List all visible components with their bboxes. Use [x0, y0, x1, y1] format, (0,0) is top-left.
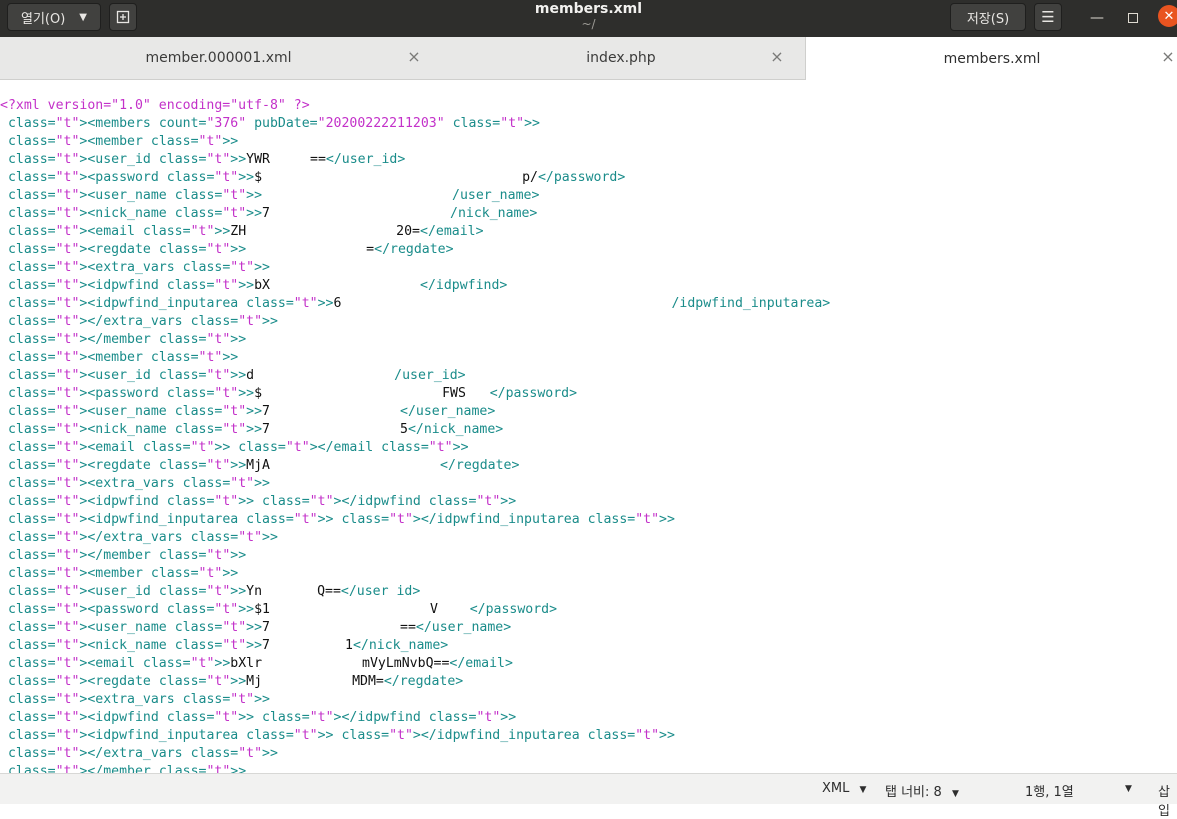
- code-line[interactable]: class="t"><extra_vars class="t">>: [0, 692, 270, 707]
- save-button-label: 저장(S): [966, 11, 1010, 27]
- cursor-position[interactable]: 1행, 1열: [1025, 781, 1074, 800]
- text-editor[interactable]: <?xml version="1.0" encoding="utf-8" ?> …: [0, 97, 1177, 773]
- code-line[interactable]: class="t"><extra_vars class="t">>: [0, 476, 270, 491]
- maximize-button[interactable]: [1121, 6, 1145, 30]
- code-line[interactable]: class="t"><nick_name class="t">>7/nick_n…: [0, 205, 538, 221]
- code-line[interactable]: class="t"></extra_vars class="t">>: [0, 746, 278, 761]
- tab-label: index.php: [586, 50, 656, 66]
- code-line[interactable]: class="t"><user_name class="t">>/user_na…: [0, 187, 540, 203]
- maximize-icon: [1128, 13, 1138, 23]
- status-bar: XML ▼ 탭 너비: 8 ▼ 1행, 1열 ▼ 삽입: [0, 773, 1177, 819]
- new-document-icon: [116, 10, 130, 24]
- code-line[interactable]: class="t"><user_name class="t">>7</user_…: [0, 403, 496, 419]
- tab-member-000001[interactable]: member.000001.xml: [0, 37, 437, 79]
- close-icon: ✕: [1163, 8, 1175, 24]
- tab-index-php[interactable]: index.php: [437, 37, 805, 79]
- hamburger-icon: ☰: [1041, 8, 1055, 26]
- tab-label: member.000001.xml: [145, 50, 292, 66]
- code-line[interactable]: <?xml version="1.0" encoding="utf-8" ?>: [0, 98, 310, 113]
- header-bar: 열기(O) ▼ members.xml ~/ 저장(S) ☰ — ✕: [0, 0, 1177, 37]
- code-line[interactable]: class="t"><user_id class="t">>d/user_id>: [0, 367, 466, 383]
- tab-bar: member.000001.xml × index.php × members.…: [0, 37, 1177, 80]
- code-line[interactable]: class="t"><idpwfind_inputarea class="t">…: [0, 295, 831, 311]
- code-line[interactable]: class="t"><idpwfind class="t">> class="t…: [0, 494, 517, 509]
- language-label: XML: [822, 781, 850, 796]
- window-title-area: members.xml ~/: [0, 0, 1177, 30]
- code-line[interactable]: class="t"><member class="t">>: [0, 566, 239, 581]
- dropdown-icon[interactable]: ▼: [1125, 784, 1132, 794]
- dropdown-icon: ▼: [79, 11, 87, 23]
- code-line[interactable]: class="t"></member class="t">>: [0, 764, 247, 773]
- tab-close-icon[interactable]: ×: [407, 47, 421, 66]
- code-line[interactable]: class="t"><member class="t">>: [0, 350, 239, 365]
- code-line[interactable]: class="t"><members count="376" pubDate="…: [0, 116, 540, 131]
- dropdown-icon: ▼: [859, 785, 867, 795]
- code-line[interactable]: class="t"><idpwfind class="t">>bX</idpwf…: [0, 277, 508, 293]
- window-title: members.xml: [534, 1, 643, 17]
- code-line[interactable]: class="t"><password class="t">>$p/</pass…: [0, 169, 626, 185]
- close-window-button[interactable]: ✕: [1158, 5, 1177, 27]
- tab-width-label: 탭 너비: 8: [885, 785, 942, 800]
- tab-members-xml[interactable]: members.xml: [805, 37, 1177, 80]
- code-line[interactable]: class="t"><regdate class="t">>=</regdate…: [0, 241, 454, 257]
- new-tab-button[interactable]: [109, 3, 137, 31]
- insert-mode: 삽입: [1158, 781, 1177, 819]
- open-button-label: 열기(O): [21, 11, 66, 27]
- code-line[interactable]: class="t"><email class="t">> class="t"><…: [0, 440, 469, 455]
- code-line[interactable]: class="t"><password class="t">>$FWS </pa…: [0, 385, 578, 401]
- code-line[interactable]: class="t"><extra_vars class="t">>: [0, 260, 270, 275]
- code-line[interactable]: class="t"><regdate class="t">>MjA</regda…: [0, 457, 520, 473]
- code-line[interactable]: class="t"></member class="t">>: [0, 332, 247, 347]
- dropdown-icon: ▼: [951, 789, 959, 799]
- insert-mode-label: 삽입: [1158, 785, 1170, 819]
- cursor-position-label: 1행, 1열: [1025, 785, 1074, 800]
- code-line[interactable]: class="t"></member class="t">>: [0, 548, 247, 563]
- code-line[interactable]: class="t"></extra_vars class="t">>: [0, 314, 278, 329]
- code-line[interactable]: class="t"><idpwfind class="t">> class="t…: [0, 710, 517, 725]
- tab-close-icon[interactable]: ×: [1161, 47, 1175, 66]
- tab-label: members.xml: [943, 50, 1041, 67]
- open-button[interactable]: 열기(O) ▼: [7, 3, 101, 31]
- code-line[interactable]: class="t"><member class="t">>: [0, 134, 239, 149]
- code-line[interactable]: class="t"><idpwfind_inputarea class="t">…: [0, 728, 675, 743]
- minimize-button[interactable]: —: [1085, 6, 1109, 30]
- tab-close-icon[interactable]: ×: [770, 47, 784, 66]
- minimize-icon: —: [1090, 10, 1104, 26]
- window-subtitle: ~/: [581, 17, 596, 31]
- save-button[interactable]: 저장(S): [950, 3, 1026, 31]
- code-line[interactable]: class="t"><idpwfind_inputarea class="t">…: [0, 512, 675, 527]
- code-line[interactable]: class="t"></extra_vars class="t">>: [0, 530, 278, 545]
- tab-width-selector[interactable]: 탭 너비: 8 ▼: [885, 781, 959, 800]
- menu-button[interactable]: ☰: [1034, 3, 1062, 31]
- code-line[interactable]: class="t"><user_name class="t">>7==</use…: [0, 619, 512, 635]
- code-line[interactable]: class="t"><user_id class="t">>YWR==</use…: [0, 151, 406, 167]
- language-selector[interactable]: XML ▼: [822, 781, 866, 796]
